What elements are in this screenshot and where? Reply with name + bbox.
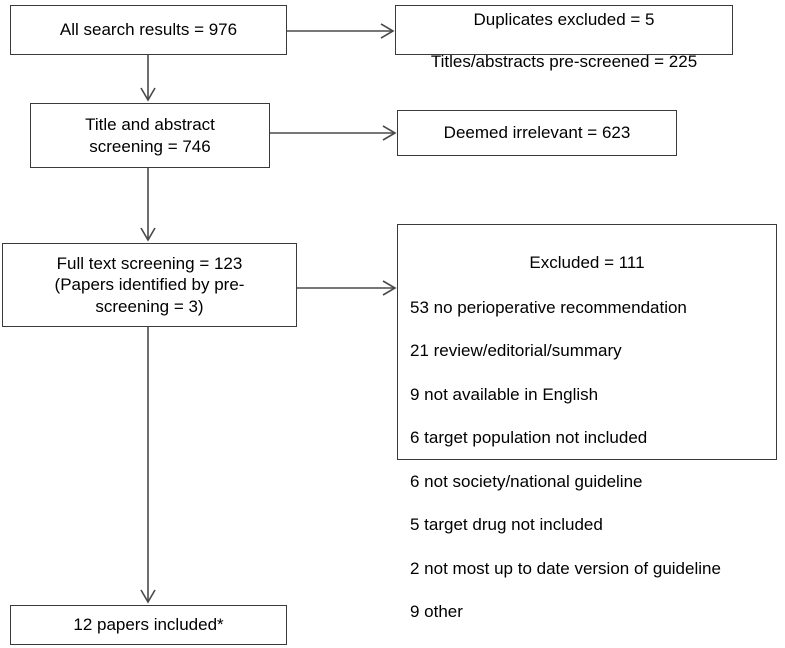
node-all-search-results[interactable]: All search results = 976 <box>10 5 287 55</box>
arrow-search-to-duplicates <box>287 23 395 39</box>
arrow-full-text-to-excluded <box>297 280 397 296</box>
arrow-search-to-title-abstract <box>140 55 156 102</box>
node-deemed-irrelevant-label: Deemed irrelevant = 623 <box>443 123 631 143</box>
arrow-full-text-to-included <box>140 327 156 604</box>
excluded-reason-item: 2 not most up to date version of guideli… <box>410 558 721 578</box>
node-papers-included-label: 12 papers included* <box>73 615 224 635</box>
node-title-abstract-screening-label: Title and abstract screening = 746 <box>85 115 215 156</box>
node-deemed-irrelevant[interactable]: Deemed irrelevant = 623 <box>397 110 677 156</box>
node-duplicates-excluded[interactable]: Duplicates excluded = 5 Titles/abstracts… <box>395 5 733 71</box>
titles-abstracts-prescreened-line: Titles/abstracts pre-screened = 225 <box>430 52 698 72</box>
excluded-reason-item: 53 no perioperative recommendation <box>410 297 687 317</box>
excluded-reason-item: 6 target population not included <box>410 428 648 448</box>
node-papers-included[interactable]: 12 papers included* <box>10 605 287 645</box>
excluded-reason-item: 5 target drug not included <box>410 515 603 535</box>
excluded-total-label: Excluded = 111 <box>529 253 645 273</box>
node-all-search-results-label: All search results = 976 <box>59 20 238 40</box>
node-full-text-screening[interactable]: Full text screening = 123 (Papers identi… <box>2 243 297 327</box>
node-title-abstract-screening[interactable]: Title and abstract screening = 746 <box>30 103 270 168</box>
excluded-reason-item: 9 other <box>410 602 463 622</box>
excluded-reason-item: 6 not society/national guideline <box>410 471 643 491</box>
arrow-title-abstract-to-irrelevant <box>270 125 397 141</box>
duplicates-excluded-line: Duplicates excluded = 5 <box>473 9 655 29</box>
node-full-text-screening-label: Full text screening = 123 (Papers identi… <box>54 253 245 316</box>
excluded-reason-item: 21 review/editorial/summary <box>410 341 622 361</box>
node-duplicates-excluded-text: Duplicates excluded = 5 Titles/abstracts… <box>431 0 697 73</box>
excluded-reason-item: 9 not available in English <box>410 384 599 404</box>
arrow-title-abstract-to-full-text <box>140 168 156 242</box>
node-excluded-reasons[interactable]: Excluded = 111 53 no perioperative recom… <box>397 224 777 621</box>
